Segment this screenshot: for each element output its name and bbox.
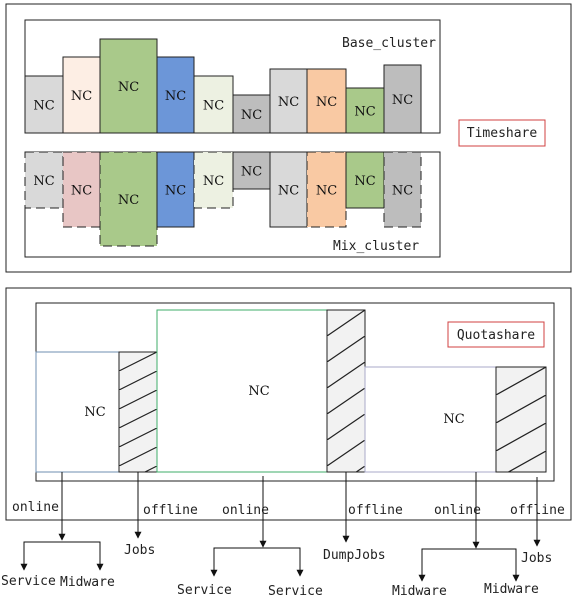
base-cluster-node-1-text: NC — [33, 99, 54, 114]
base-cluster-nodes: NC NC NC NC NC NC NC NC NC NC — [24, 38, 422, 134]
quota-group-2-tree: online offline DumpJobs Service Service — [177, 472, 403, 599]
mix-cluster-node-5-text: NC — [203, 174, 224, 189]
quota-offline-block-1 — [118, 351, 158, 473]
base-cluster-node-5-text: NC — [203, 99, 224, 114]
mix-cluster-node-4 — [156, 151, 195, 228]
mix-cluster-node-8-text: NC — [316, 184, 337, 199]
quota-group-1-tree: online offline Jobs Service Midware — [1, 472, 198, 590]
quota-nc-2 — [156, 309, 328, 473]
mix-cluster-node-7-text: NC — [278, 184, 299, 199]
quotashare-label: Quotashare — [457, 328, 535, 343]
online-child-1b: Midware — [60, 575, 115, 590]
online-child-3b: Midware — [484, 582, 539, 597]
mix-cluster-node-9-text: NC — [354, 174, 375, 189]
mix-cluster-node-9 — [345, 151, 385, 209]
offline-job-1: Jobs — [124, 543, 155, 558]
quotashare-panel: Quotashare NC NC NC online offline — [1, 287, 572, 599]
base-cluster-label: Base_cluster — [342, 36, 436, 51]
offline-job-2: DumpJobs — [323, 548, 386, 563]
base-cluster-node-2-text: NC — [71, 89, 92, 104]
online-label-1: online — [12, 500, 59, 515]
base-cluster-node-8-text: NC — [316, 95, 337, 110]
mix-cluster-node-10 — [383, 151, 422, 228]
mix-cluster-node-10-text: NC — [392, 184, 413, 199]
quota-group-3: NC — [364, 366, 547, 473]
base-cluster-node-4-text: NC — [165, 89, 186, 104]
timeshare-panel: Base_cluster NC NC NC NC NC NC NC NC NC NC Mix_cl… — [5, 3, 572, 273]
base-cluster-node-7-text: NC — [278, 95, 299, 110]
mix-cluster-node-8 — [306, 151, 347, 228]
quota-group-3-tree: online offline Jobs Midware Midware — [392, 472, 565, 599]
base-cluster-node-8 — [306, 68, 347, 134]
offline-label-2: offline — [348, 503, 403, 518]
base-cluster-node-2 — [62, 56, 101, 134]
mix-cluster-node-1 — [24, 151, 64, 209]
mix-cluster-node-7 — [269, 151, 308, 228]
base-cluster-node-6-text: NC — [241, 108, 262, 123]
quota-group-1: NC — [35, 351, 158, 473]
base-cluster-node-10-text: NC — [392, 93, 413, 108]
mix-cluster-node-5 — [193, 151, 234, 209]
quota-nc-3 — [364, 366, 497, 473]
base-cluster-node-3-text: NC — [118, 80, 139, 95]
mix-cluster: Mix_cluster NC NC NC NC NC NC NC NC NC NC — [24, 151, 441, 258]
offline-label-1: offline — [143, 503, 198, 518]
mix-cluster-nodes: NC NC NC NC NC NC NC NC NC NC — [24, 151, 422, 247]
online-child-2a: Service — [177, 583, 232, 598]
base-cluster-node-9 — [345, 87, 385, 134]
mix-cluster-label: Mix_cluster — [333, 239, 419, 254]
online-label-2: online — [222, 503, 269, 518]
quota-nc-1 — [35, 351, 120, 473]
base-cluster-node-4 — [156, 56, 195, 134]
base-cluster: Base_cluster NC NC NC NC NC NC NC NC NC NC — [24, 19, 441, 134]
mix-cluster-node-1-text: NC — [33, 174, 54, 189]
offline-job-3: Jobs — [521, 551, 552, 566]
mix-cluster-node-4-text: NC — [165, 184, 186, 199]
mix-cluster-node-3 — [99, 151, 158, 247]
mix-cluster-node-2-text: NC — [71, 184, 92, 199]
online-child-2b: Service — [268, 584, 323, 599]
online-child-1a: Service — [1, 574, 56, 589]
base-cluster-node-9-text: NC — [354, 105, 375, 120]
online-label-3: online — [434, 503, 481, 518]
base-cluster-node-1 — [24, 75, 64, 134]
mix-cluster-node-3-text: NC — [118, 193, 139, 208]
quota-offline-block-3 — [495, 366, 547, 473]
online-child-3a: Midware — [392, 584, 447, 599]
quota-group-2: NC — [156, 309, 366, 473]
base-cluster-node-7 — [269, 68, 308, 134]
base-cluster-node-5 — [193, 75, 234, 134]
mix-cluster-node-6-text: NC — [241, 165, 262, 180]
quota-nc-2-text: NC — [248, 384, 269, 399]
base-cluster-node-6 — [232, 94, 271, 134]
quota-nc-3-text: NC — [443, 412, 464, 427]
timeshare-label-box — [458, 119, 546, 147]
quota-offline-block-2 — [326, 309, 366, 473]
quota-nc-1-text: NC — [84, 405, 105, 420]
timeshare-label: Timeshare — [467, 126, 538, 141]
quotashare-label-box — [447, 321, 545, 348]
base-cluster-node-10 — [383, 64, 422, 134]
